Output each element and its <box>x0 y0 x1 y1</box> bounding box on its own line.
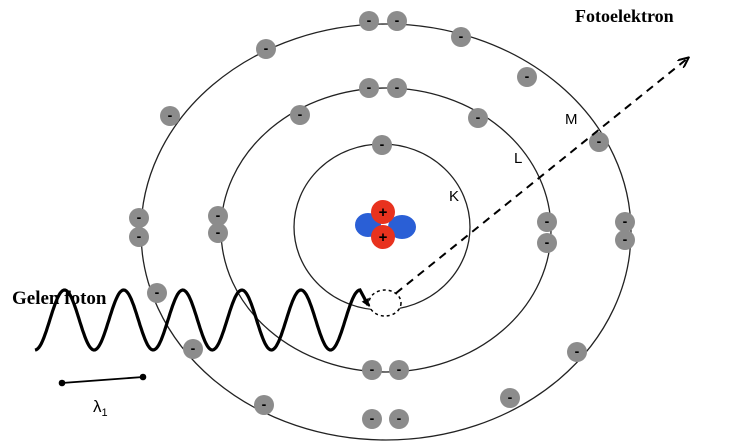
electron: - <box>615 212 635 232</box>
electron-sign: - <box>262 396 267 412</box>
electrons: - - - - - - - - - - - - - - - - - - - - - - - - - - - - - <box>129 11 635 429</box>
electron-sign: - <box>525 68 530 84</box>
electron-sign: - <box>298 106 303 122</box>
nucleus: + + <box>355 200 416 249</box>
proton-sign: + <box>379 229 388 246</box>
electron: - <box>468 108 488 128</box>
electron-sign: - <box>191 340 196 356</box>
electron-sign: - <box>137 228 142 244</box>
electron-sign: - <box>623 231 628 247</box>
electron-sign: - <box>216 207 221 223</box>
wavelength-label: λ1 <box>93 397 108 419</box>
electron: - <box>362 360 382 380</box>
electron: - <box>537 212 557 232</box>
shell-label-k: K <box>449 188 459 205</box>
electron: - <box>129 227 149 247</box>
electron-sign: - <box>367 12 372 28</box>
photoelectron-label: Fotoelektron <box>575 6 674 26</box>
proton-sign: + <box>379 204 388 221</box>
electron: - <box>208 223 228 243</box>
neutron <box>388 215 416 239</box>
electron-sign: - <box>397 410 402 426</box>
incoming-photon-wave <box>34 288 370 352</box>
electron-sign: - <box>168 107 173 123</box>
proton <box>371 200 395 224</box>
electron: - <box>615 230 635 250</box>
electron: - <box>183 339 203 359</box>
electron: - <box>567 342 587 362</box>
electron: - <box>451 27 471 47</box>
electron-sign: - <box>545 213 550 229</box>
electron-sign: - <box>575 343 580 359</box>
electron: - <box>387 11 407 31</box>
electron: - <box>387 78 407 98</box>
electron: - <box>589 132 609 152</box>
electron: - <box>359 78 379 98</box>
electron: - <box>389 409 409 429</box>
electron: - <box>372 135 392 155</box>
proton <box>371 225 395 249</box>
electron: - <box>129 208 149 228</box>
electron: - <box>517 67 537 87</box>
electron: - <box>500 388 520 408</box>
electron-sign: - <box>397 361 402 377</box>
electron-sign: - <box>367 79 372 95</box>
electron: - <box>256 39 276 59</box>
electron: - <box>254 395 274 415</box>
electron-sign: - <box>395 12 400 28</box>
electron: - <box>389 360 409 380</box>
electron: - <box>147 283 167 303</box>
electron: - <box>290 105 310 125</box>
photoelectron-path <box>384 58 688 303</box>
electron: - <box>160 106 180 126</box>
electron-sign: - <box>380 136 385 152</box>
electron-sign: - <box>545 234 550 250</box>
electron-sign: - <box>370 410 375 426</box>
electron-sign: - <box>155 284 160 300</box>
incoming-photon-label: Gelen foton <box>12 288 107 309</box>
shell-label-m: M <box>565 111 578 128</box>
absorbed-electron-site <box>368 289 402 317</box>
wavelength-marker <box>58 373 147 387</box>
electron-sign: - <box>137 209 142 225</box>
electron-sign: - <box>623 213 628 229</box>
electron-sign: - <box>370 361 375 377</box>
electron-sign: - <box>395 79 400 95</box>
electron-sign: - <box>508 389 513 405</box>
electron-sign: - <box>459 28 464 44</box>
shell-label-l: L <box>514 150 522 167</box>
electron: - <box>359 11 379 31</box>
electron: - <box>208 206 228 226</box>
electron: - <box>362 409 382 429</box>
electron-sign: - <box>264 40 269 56</box>
electron-sign: - <box>476 109 481 125</box>
electron: - <box>537 233 557 253</box>
electron-sign: - <box>216 224 221 240</box>
electron-sign: - <box>597 133 602 149</box>
